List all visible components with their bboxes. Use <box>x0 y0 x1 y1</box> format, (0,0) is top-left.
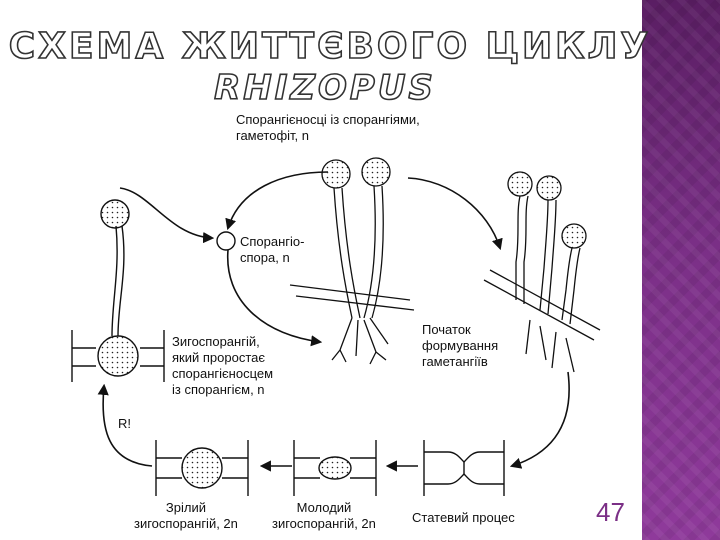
arrow-germinating-to-spore <box>119 187 215 244</box>
label-mature-zygosporangium: Зрілий зигоспорангій, 2n <box>134 500 238 531</box>
label-sexual-process: Статевий процес <box>412 510 515 525</box>
gametangia-formation-drawing <box>483 171 601 373</box>
sexual-process-drawing <box>423 440 505 496</box>
page-number: 47 <box>596 497 625 527</box>
sporangiophores-drawing <box>289 157 415 365</box>
label-gametangia-start: Початок формування гаметангіїв <box>422 322 499 369</box>
mature-zygosporangium-drawing <box>155 440 249 496</box>
arrow-mature-to-germinating <box>97 383 153 467</box>
young-zygosporangium-drawing <box>293 440 377 496</box>
slide-title: СХЕМА ЖИТТЄВОГО ЦИКЛУ <box>8 25 652 68</box>
decorative-side-band <box>642 0 720 540</box>
arrow-sporangiophores-to-gametangia <box>407 177 503 251</box>
label-sporangiophores: Спорангієносці із спорангіями, гаметофіт… <box>236 112 420 143</box>
label-sporangiospore: Спорангіо- спора, n <box>240 234 305 265</box>
label-meiosis: R! <box>118 416 131 431</box>
arrow-sporangiophores-to-spore <box>225 171 329 231</box>
arrow-gametangia-to-sexual <box>509 371 570 469</box>
label-germinating-zygosporangium: Зигоспорангій, який проростає спорангієн… <box>172 334 274 397</box>
arrow-spore-to-germinating <box>227 249 323 347</box>
slide-subtitle: RHIZOPUS <box>213 67 436 109</box>
germinating-zygosporangium-drawing <box>71 199 165 382</box>
sporangiospore-drawing <box>216 231 236 251</box>
label-young-zygosporangium: Молодий зигоспорангій, 2n <box>272 500 376 531</box>
